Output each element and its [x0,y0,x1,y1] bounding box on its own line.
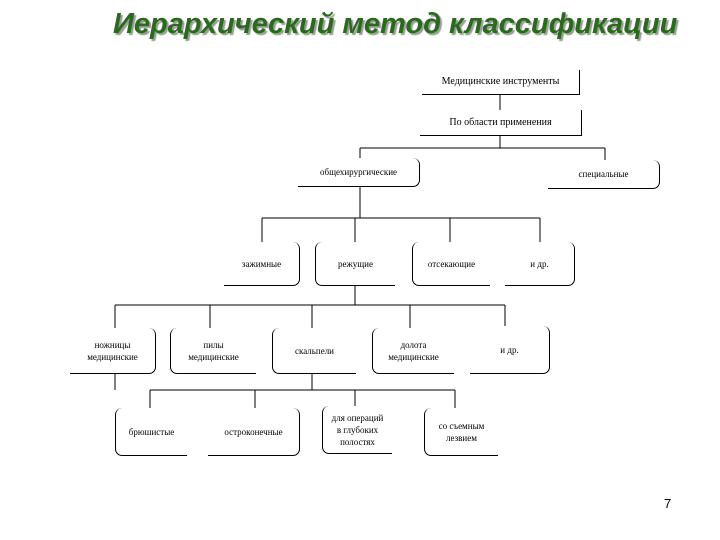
removable-blade-box: со съемным лезвием [424,408,498,456]
pointed-box: остроконечные [208,408,300,456]
chisels-box: долота медицинские [372,328,454,374]
page-number: 7 [664,496,672,511]
etc-level2-box: и др. [505,242,575,286]
cutting-box: режущие [315,242,395,286]
saws-box: пилы медицинские [170,328,256,374]
general-surgical-box: общехирургические [298,158,420,187]
etc-level3-box: и др. [470,326,550,374]
severing-box: отсекающие [412,242,490,286]
root-box: Медицинские инструменты [422,70,580,95]
bellied-box: брюшистые [115,408,187,456]
scalpels-box: скальпели [272,328,356,374]
clamping-box: зажимные [224,242,300,286]
slide-title: Иерархический метод классификации [113,8,678,40]
special-box: специальные [548,160,660,189]
deep-cavity-box: для операций в глубоких полостях [322,406,392,454]
scissors-box: ножницы медицинские [70,328,156,374]
criterion-box: По области применения [420,110,582,136]
